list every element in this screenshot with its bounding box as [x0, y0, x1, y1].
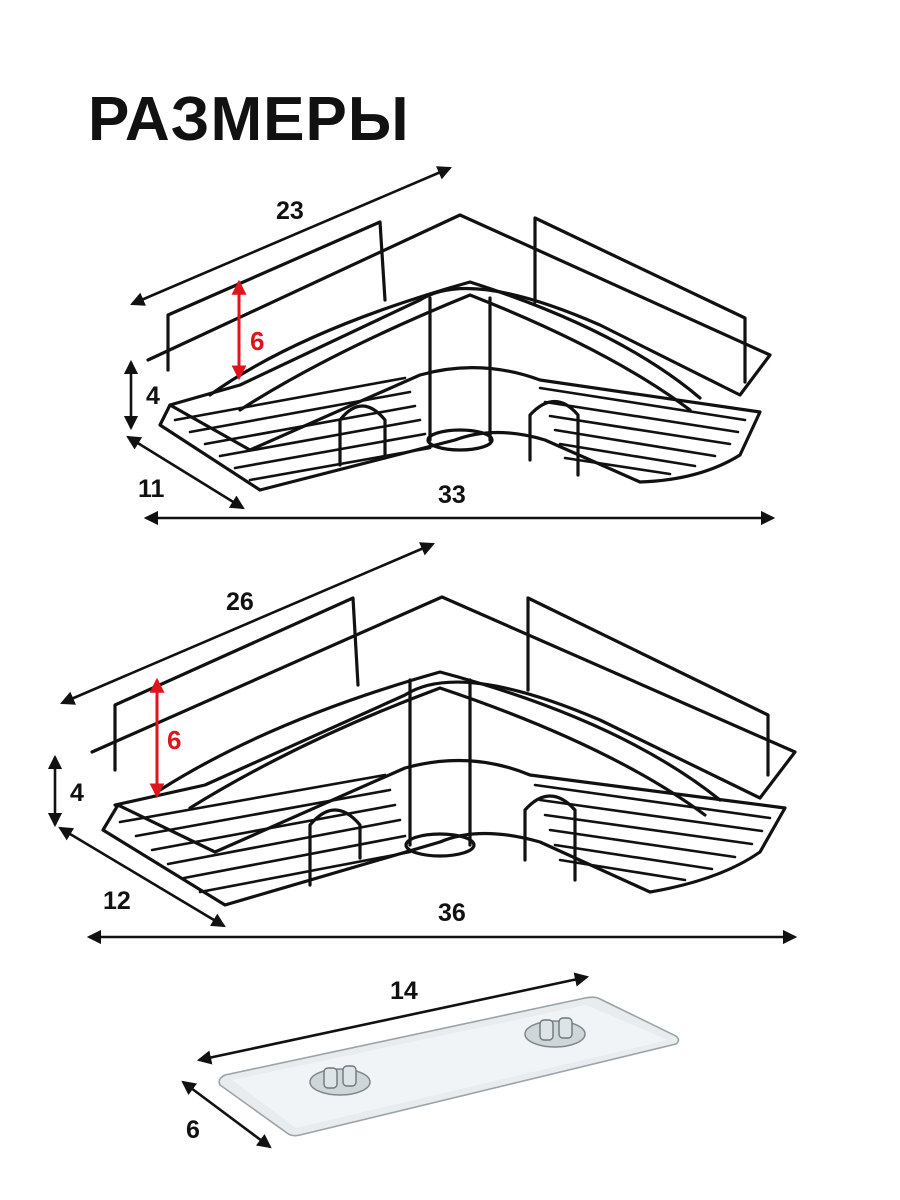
mount-plate-depth-label: 6 — [186, 1116, 200, 1144]
mount-plate-depth-arrow — [181, 1080, 272, 1149]
shelf-small-width-label: 23 — [276, 197, 304, 225]
shelf-small-depth-arrow — [126, 435, 245, 510]
shelf-large-outer-height-label: 4 — [70, 779, 84, 807]
shelf-large-depth-label: 12 — [103, 887, 131, 915]
mount-plate-length-label: 14 — [390, 977, 418, 1005]
shelf-large-drawing: 26 6 4 12 36 — [47, 542, 798, 945]
mount-plate-drawing: 14 6 — [181, 972, 680, 1149]
shelf-small-depth-label: 11 — [138, 475, 165, 503]
shelf-small-outer-height-label: 4 — [146, 382, 160, 410]
shelf-large-depth-arrow — [58, 826, 226, 928]
shelf-small-frame — [146, 213, 772, 492]
page-title: РАЗМЕРЫ — [88, 85, 410, 154]
shelf-large-width-arrow — [60, 542, 435, 705]
mount-hook-left — [309, 1065, 371, 1096]
shelf-small-width-arrow — [130, 166, 452, 306]
shelf-small-length-label: 33 — [438, 481, 466, 509]
shelf-small-inner-height-label: 6 — [250, 326, 264, 356]
shelf-large-width-label: 26 — [226, 588, 254, 616]
shelf-large-length-label: 36 — [438, 899, 466, 927]
shelf-small-drawing: 23 6 4 11 33 — [123, 166, 776, 526]
mount-plate-length-arrow — [196, 972, 590, 1065]
shelf-large-inner-height-label: 6 — [167, 725, 181, 755]
